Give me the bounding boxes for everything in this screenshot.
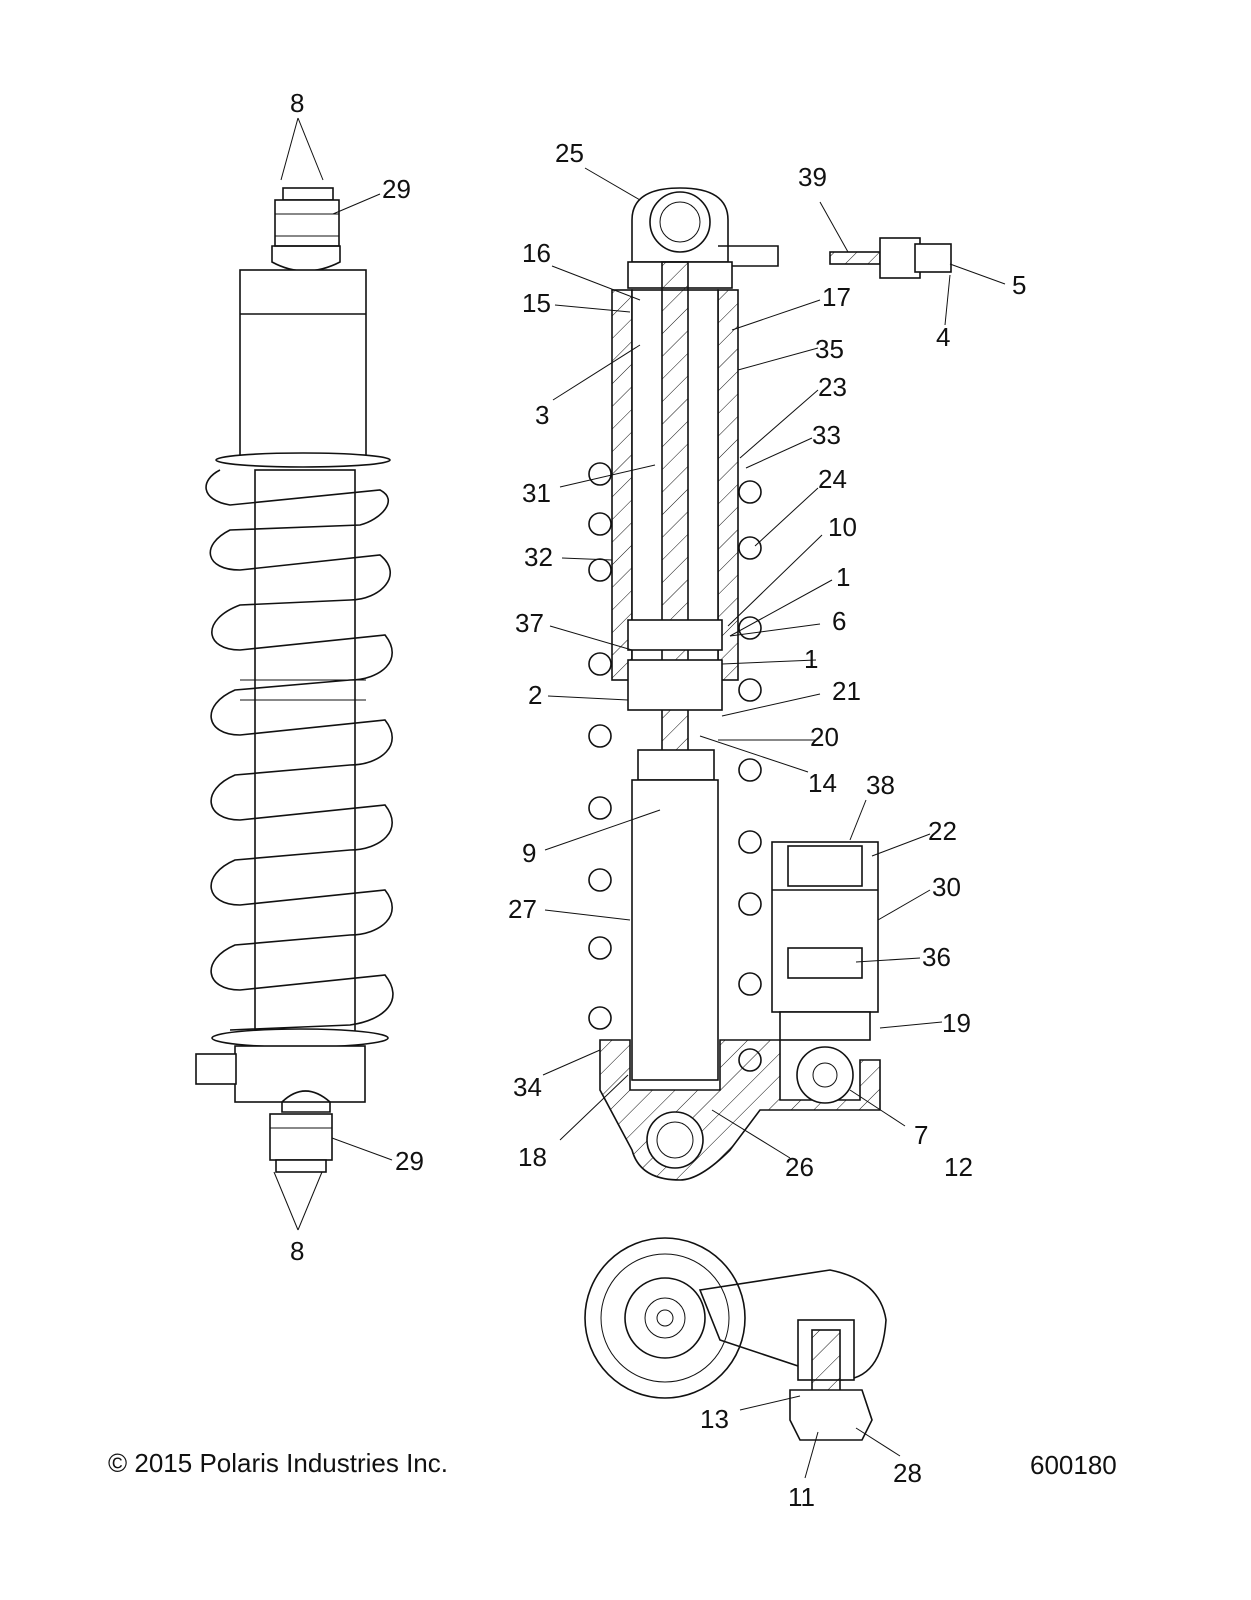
upper-spring-seat [215, 452, 391, 468]
lower-spring-seat [211, 1028, 389, 1048]
callout-18: 18 [518, 1142, 547, 1172]
shock-body [254, 469, 356, 1037]
callout-11: 11 [788, 1482, 815, 1512]
adjuster-knob-end [789, 1389, 873, 1441]
floating-piston [787, 947, 863, 979]
callout-8-bottom: 8 [290, 1236, 304, 1266]
callout-25: 25 [555, 138, 584, 168]
bottom-eyelet-mount [281, 1090, 331, 1113]
callout-32: 32 [524, 542, 553, 572]
copyright-notice: © 2015 Polaris Industries Inc. [108, 1448, 448, 1478]
top-spacer-washers [282, 187, 334, 201]
callout-2: 2 [528, 680, 542, 710]
top-bushing [274, 199, 340, 247]
callout-21: 21 [832, 676, 861, 706]
bumper-cup [637, 749, 715, 781]
callout-17: 17 [822, 282, 851, 312]
lower-tube [631, 779, 719, 1081]
reservoir-end-cap [779, 1011, 871, 1041]
piston-assembly [627, 619, 723, 651]
callout-8-top: 8 [290, 88, 304, 118]
callout-35: 35 [815, 334, 844, 364]
callout-15: 15 [522, 288, 551, 318]
callout-39: 39 [798, 162, 827, 192]
figure-number: 600180 [1030, 1450, 1117, 1480]
callout-12: 12 [944, 1152, 973, 1182]
top-eyelet-mount [271, 245, 341, 272]
callout-16: 16 [522, 238, 551, 268]
callout-29-top: 29 [382, 174, 411, 204]
callout-28: 28 [893, 1458, 922, 1488]
callout-labels: 8 29 25 39 16 5 15 17 4 35 3 23 33 31 24… [290, 88, 1026, 1512]
end-view-bushing [624, 1277, 706, 1359]
callout-27: 27 [508, 894, 537, 924]
coil-spring [205, 469, 394, 1031]
lower-body-housing [234, 1045, 366, 1103]
callout-4: 4 [936, 322, 950, 352]
valve-stack [627, 659, 723, 711]
exterior-shock-view [195, 187, 394, 1173]
callout-31: 31 [522, 478, 551, 508]
callout-37: 37 [515, 608, 544, 638]
callout-9: 9 [522, 838, 536, 868]
bleed-port [718, 245, 779, 267]
top-eye-bushing [649, 191, 711, 253]
bottom-eye-bushing [646, 1111, 704, 1169]
callout-20: 20 [810, 722, 839, 752]
reservoir-cap [787, 845, 863, 887]
callout-3: 3 [535, 400, 549, 430]
cross-section-view [588, 187, 952, 1181]
callout-14: 14 [808, 768, 837, 798]
callout-7: 7 [914, 1120, 928, 1150]
bottom-spacer-washers [275, 1159, 327, 1173]
end-view [584, 1237, 887, 1441]
callout-30: 30 [932, 872, 961, 902]
piston-shaft [661, 261, 689, 843]
callout-23: 23 [818, 372, 847, 402]
callout-1-b: 1 [804, 644, 818, 674]
spring-preload-collar [239, 269, 367, 461]
leader-lines [273, 117, 1006, 1479]
callout-34: 34 [513, 1072, 542, 1102]
callout-5: 5 [1012, 270, 1026, 300]
callout-6: 6 [832, 606, 846, 636]
callout-36: 36 [922, 942, 951, 972]
callout-19: 19 [942, 1008, 971, 1038]
callout-24: 24 [818, 464, 847, 494]
adjuster-knob [796, 1046, 854, 1104]
side-adjuster-knob [195, 1053, 237, 1085]
bottom-bushing [269, 1113, 333, 1161]
callout-33: 33 [812, 420, 841, 450]
callout-38: 38 [866, 770, 895, 800]
callout-26: 26 [785, 1152, 814, 1182]
callout-1-a: 1 [836, 562, 850, 592]
callout-22: 22 [928, 816, 957, 846]
callout-10: 10 [828, 512, 857, 542]
callout-29-bottom: 29 [395, 1146, 424, 1176]
callout-13: 13 [700, 1404, 729, 1434]
hose-fitting-assembly [829, 237, 952, 279]
